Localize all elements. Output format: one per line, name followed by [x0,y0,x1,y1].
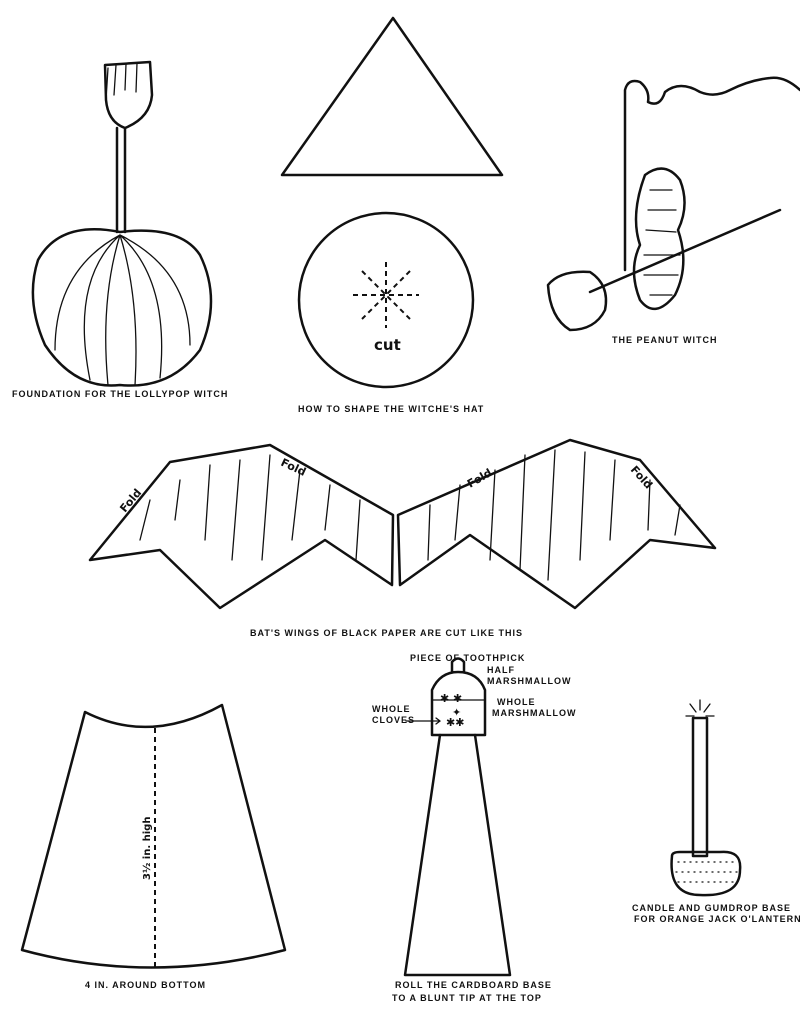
peanut-caption: The Peanut Witch [612,335,718,345]
whole-marshmallow-label: Whole [497,697,536,707]
marshmallow-cone-drawing: ✱ ✱ ✦ ✱✱ Piece of toothpick Half Marshma… [372,653,577,1003]
candle-caption: for orange Jack o'Lantern [634,914,800,924]
candle-drawing: Candle and gumdrop base for orange Jack … [632,699,800,924]
cut-label: cut [374,336,401,354]
lollypop-caption: Foundation for the Lollypop Witch [12,389,228,399]
half-marshmallow-label: Marshmallow [487,676,572,686]
clove-icon: ✱ ✱ [440,692,462,705]
fold-label: Fold [465,466,494,490]
fold-label: Fold [117,486,144,514]
fold-label: Fold [628,463,655,491]
whole-marshmallow-label: Marshmallow [492,708,577,718]
bat-caption: Bat's wings of black paper are cut like … [250,628,523,638]
whole-cloves-label: Whole [372,704,411,714]
fold-label: Fold [279,456,308,479]
toothpick-label: Piece of toothpick [410,653,525,663]
lollypop-witch-drawing: Foundation for the Lollypop Witch [12,60,228,399]
candle-caption: Candle and gumdrop base [632,903,791,913]
cone-pattern-drawing: 3½ in. high 4 in. around bottom [20,703,287,990]
half-marshmallow-label: Half [487,665,515,675]
clove-icon: ✦ [452,706,461,719]
around-bottom-caption: 4 in. around bottom [85,980,206,990]
roll-caption: to a blunt tip at the top [392,993,542,1003]
peanut-witch-drawing: The Peanut Witch [546,76,800,345]
hat-caption: How to shape the Witche's Hat [298,404,484,414]
clove-icon: ✱✱ [446,716,464,729]
whole-cloves-label: Cloves [372,715,415,725]
height-label: 3½ in. high [142,817,153,880]
witch-hat-drawing: cut How to shape the Witche's Hat [280,16,504,414]
bat-wings-drawing: Fold Fold Fold Fold Bat's wings of black… [88,438,717,638]
roll-caption: Roll the cardboard base [395,980,552,990]
